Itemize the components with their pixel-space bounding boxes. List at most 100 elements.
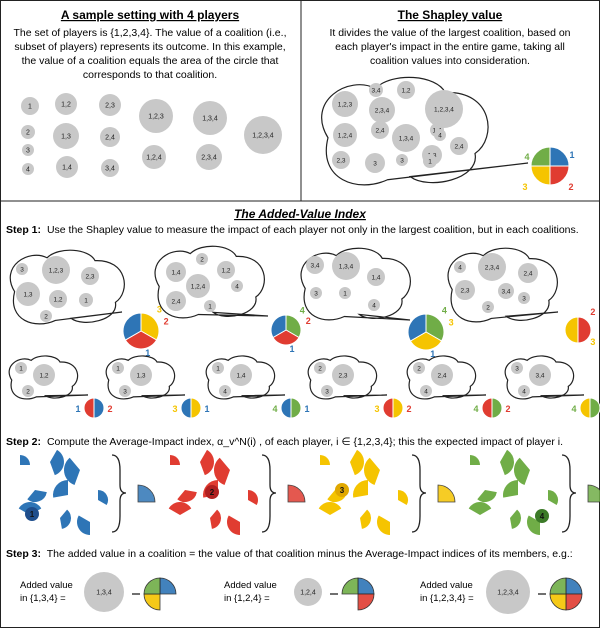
coalition-label: 1,2,4 [338, 132, 353, 139]
impact-fragment [214, 457, 230, 486]
pie-slice-player-2 [481, 397, 493, 419]
pie-slice-player-3 [579, 397, 591, 419]
pie-label-player-1: 1 [289, 344, 294, 354]
pie-label-player-1: 1 [145, 348, 150, 358]
pie-slice-player-1 [407, 313, 427, 342]
step1-body: Use the Shapley value to measure the imp… [47, 224, 579, 236]
impact-fragment [60, 509, 71, 529]
coalition-circle [529, 364, 551, 386]
right-panel-title: The Shapley value [398, 8, 503, 22]
impact-fragment [210, 509, 221, 529]
coalition-circle [314, 362, 326, 374]
pie-label-player-2: 2 [164, 316, 169, 326]
impact-fragment [500, 449, 514, 476]
coalition-label: 4 [26, 166, 30, 173]
coalition-label: 2,3,4 [485, 264, 500, 271]
coalition-label: 2 [44, 313, 48, 320]
coalition-circle [518, 385, 530, 397]
coalition-circle [204, 300, 216, 312]
coalition-label: 2,4 [105, 134, 115, 141]
coalition-circle [217, 261, 235, 279]
coalition-label: 2,3 [338, 372, 347, 379]
coalition-circle [193, 101, 227, 135]
pie-label-player-2: 2 [568, 182, 573, 192]
coalition-circle [230, 364, 252, 386]
pie-slice-player-3 [392, 397, 404, 419]
coalition-label: 1 [28, 103, 32, 110]
impact-fragment [377, 515, 390, 535]
coalition-label: 1,2,3,4 [497, 589, 519, 596]
coalition-label: 2,4 [523, 270, 532, 277]
pie-slice-player-1 [122, 312, 142, 341]
step3-body: The added value in a coalition = the val… [47, 548, 573, 560]
coalition-circle [49, 290, 67, 308]
impact-fragment [200, 449, 215, 476]
right-desc-line: coalition values into consideration. [370, 55, 530, 67]
shapley-cloud: 3,41,21,2,32,3,41,2,3,41,2,42,41,3,41,43… [321, 76, 575, 192]
coalition-circle [16, 263, 28, 275]
added-value-label: Added value [224, 580, 277, 591]
coalition-label: 2,4 [437, 372, 446, 379]
coalition-label: 1,2,3,4 [252, 132, 274, 139]
coalition-label: 4 [458, 264, 462, 271]
coalition-circle [196, 144, 222, 170]
coalition-label: 2 [417, 365, 421, 372]
player-badge [535, 509, 549, 523]
pie-label-player-3: 3 [522, 182, 527, 192]
coalition-circle [332, 252, 360, 280]
impact-fragment [227, 515, 240, 535]
pie-label-player-2: 2 [306, 316, 311, 326]
coalition-label: 2 [26, 129, 30, 136]
left-desc-line: subset of players) represents its outcom… [14, 41, 285, 53]
pie-slice-player-3 [530, 165, 551, 186]
average-impact-quadrant-1 [565, 577, 583, 595]
coalition-label: 2,3 [336, 157, 345, 164]
coalition-label: 3 [123, 388, 127, 395]
brace [111, 454, 127, 533]
coalition-label: 4 [235, 283, 239, 290]
coalition-circle [53, 123, 79, 149]
impact-fragment [502, 480, 518, 498]
pie-label-player-4: 4 [571, 404, 576, 414]
pie-label-player-4: 4 [524, 152, 529, 162]
coalition-circle [15, 362, 27, 374]
right-panel-description: It divides the value of the largest coal… [329, 27, 570, 67]
coalition-label: 3,4 [535, 372, 544, 379]
impact-fragment [170, 455, 180, 465]
pie-label-player-3: 3 [172, 404, 177, 414]
pie-slice-player-1 [549, 146, 570, 167]
coalition-circle [16, 282, 40, 306]
impact-fragment [548, 490, 559, 505]
thought-cloud [300, 247, 411, 321]
coalition-label: 4 [438, 132, 442, 139]
coalition-label: 4 [424, 388, 428, 395]
coalition-label: 1,2,3 [148, 113, 164, 120]
coalition-label: 1,3 [136, 372, 145, 379]
impact-fragment [168, 502, 192, 515]
player-fragments-3: 3 [318, 449, 456, 535]
pie-slice-player-4 [530, 146, 551, 167]
coalition-label: 1,3,4 [202, 115, 218, 122]
average-impact-slice [587, 484, 600, 503]
pie-slice-player-1 [270, 314, 287, 339]
impact-fragment [363, 457, 380, 486]
pie-slice-player-2 [382, 397, 394, 419]
coalition-label: 3 [314, 290, 318, 297]
coalition-label: 3 [522, 295, 526, 302]
impact-fragment [477, 490, 497, 503]
player-badge-label: 3 [340, 486, 345, 495]
coalition-circle [244, 116, 282, 154]
coalition-label: 1,4 [236, 372, 245, 379]
coalition-label: 1 [19, 365, 23, 372]
coalition-label: 2 [486, 304, 490, 311]
coalition-label: 2,4 [171, 298, 180, 305]
added-value-set: in {1,2,4} = [224, 593, 270, 604]
coalition-circle [21, 125, 35, 139]
coalition-label: 3 [515, 365, 519, 372]
coalition-circle [22, 385, 34, 397]
pie-label-player-1: 1 [75, 404, 80, 414]
